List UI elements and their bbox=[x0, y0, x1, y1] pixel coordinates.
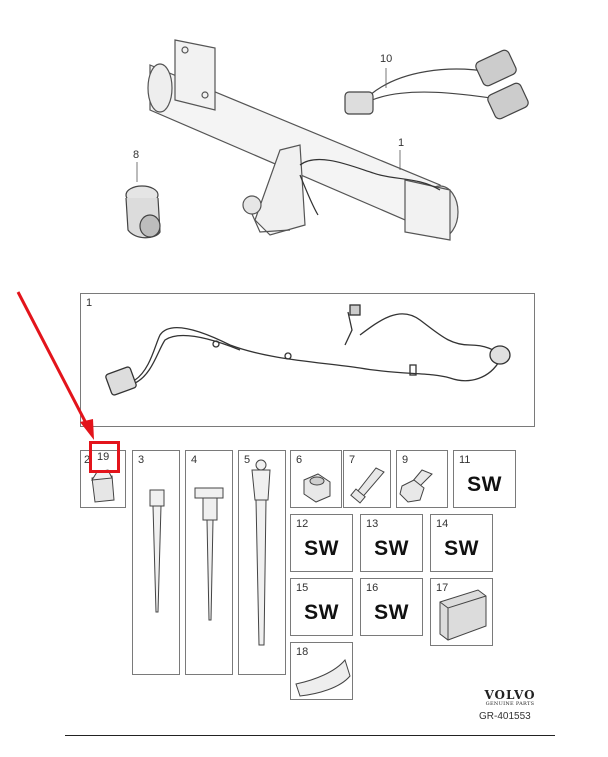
part-box-13[interactable]: 13 SW bbox=[360, 514, 423, 572]
part-box-12[interactable]: 12 SW bbox=[290, 514, 353, 572]
part-number-16: 16 bbox=[366, 582, 379, 594]
diagram-reference: GR-401553 bbox=[479, 711, 531, 722]
part-number-11: 11 bbox=[459, 454, 471, 466]
panel-label: 1 bbox=[86, 297, 93, 309]
part-box-16[interactable]: 16 SW bbox=[360, 578, 423, 636]
sw-label-12: SW bbox=[304, 537, 339, 560]
part-number-12: 12 bbox=[296, 518, 309, 530]
part-number-6: 6 bbox=[296, 454, 303, 466]
part-box-14[interactable]: 14 SW bbox=[430, 514, 493, 572]
towbar-assembly-illustration bbox=[125, 39, 529, 241]
part-number-9: 9 bbox=[402, 454, 409, 466]
sw-label-14: SW bbox=[444, 537, 479, 560]
brand-sub: GENUINE PARTS bbox=[485, 701, 535, 707]
part-number-2: 2 bbox=[84, 454, 91, 466]
part-box-3[interactable]: 3 bbox=[132, 450, 180, 675]
part-number-18: 18 bbox=[296, 646, 309, 658]
sw-label-13: SW bbox=[374, 537, 409, 560]
sw-label-11: SW bbox=[467, 473, 502, 496]
brand-name: VOLVO bbox=[484, 688, 536, 702]
part-number-5: 5 bbox=[244, 454, 251, 466]
part-number-14: 14 bbox=[436, 518, 449, 530]
part-number-15: 15 bbox=[296, 582, 309, 594]
callout-10: 10 bbox=[380, 53, 393, 65]
part-number-7: 7 bbox=[349, 454, 356, 466]
part-number-19: 19 bbox=[97, 451, 110, 463]
bottom-rule bbox=[65, 735, 555, 736]
part-number-17: 17 bbox=[436, 582, 449, 594]
part-box-15[interactable]: 15 SW bbox=[290, 578, 353, 636]
sw-label-16: SW bbox=[374, 601, 409, 624]
part-box-11[interactable]: 11 SW bbox=[453, 450, 516, 508]
part-box-7[interactable]: 7 bbox=[343, 450, 391, 508]
highlight-part-19 bbox=[89, 441, 120, 473]
part-number-13: 13 bbox=[366, 518, 379, 530]
part-number-4: 4 bbox=[191, 454, 198, 466]
volvo-logo: VOLVO GENUINE PARTS bbox=[478, 688, 542, 707]
callout-8: 8 bbox=[133, 149, 140, 161]
panel-wiring-harness: 1 bbox=[80, 293, 535, 427]
sw-label-15: SW bbox=[304, 601, 339, 624]
callout-1: 1 bbox=[398, 137, 405, 149]
part-number-3: 3 bbox=[138, 454, 145, 466]
